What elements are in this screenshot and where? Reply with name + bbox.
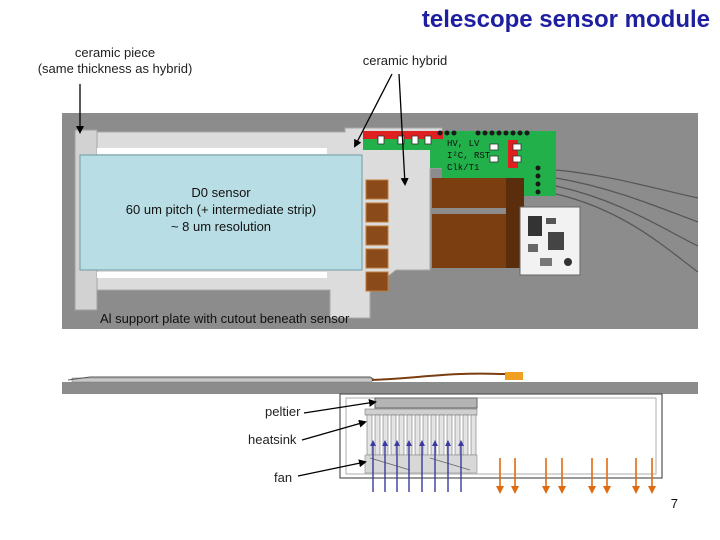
fan-blade: [369, 457, 411, 471]
readout-chip: [365, 179, 389, 200]
side-view-connector: [505, 372, 523, 380]
sensor-label-line2: 60 um pitch (+ intermediate strip): [125, 202, 317, 217]
sensor-label-line1: D0 sensor: [191, 185, 251, 200]
callout-arrows: [76, 73, 409, 477]
hybrid-connector-pads: [437, 130, 541, 195]
arrow-fan: [297, 459, 367, 477]
peltier: [374, 397, 478, 409]
label-peltier: peltier: [265, 404, 301, 419]
label-heatsink: heatsink: [248, 432, 297, 447]
sensor-frame-top: [97, 148, 327, 154]
page-title: telescope sensor module: [421, 6, 710, 33]
tag-clk-trig: Clk/T1: [447, 163, 480, 173]
label-fan: fan: [274, 470, 293, 485]
fan-blade: [429, 457, 471, 471]
sensor-label-line3: ~ 8 um resolution: [170, 219, 272, 234]
readout-chip: [365, 202, 389, 223]
sensor-label: D0 sensor 60 um pitch (+ intermediate st…: [80, 184, 362, 235]
airflow-out-arrows: [496, 458, 656, 494]
side-view-sensor-layer: [71, 377, 373, 383]
cooling-box-inner: [345, 397, 657, 475]
label-ceramic-piece-line1: ceramic piece: [74, 45, 156, 60]
label-ceramic-hybrid: ceramic hybrid: [362, 53, 448, 68]
side-view-flex: [371, 372, 520, 381]
d0-sensor: [79, 154, 363, 271]
connector-board-parts: [528, 216, 572, 266]
heatsink-base: [364, 408, 478, 416]
label-ceramic-piece: ceramic piece (same thickness as hybrid): [20, 45, 210, 77]
airflow-in-arrows: [370, 440, 464, 492]
hybrid-red-trace: [508, 140, 518, 168]
label-ceramic-piece-line2: (same thickness as hybrid): [37, 61, 193, 76]
arrow-ceramic-hybrid-left: [354, 73, 393, 148]
fan: [364, 454, 478, 474]
heatsink-fins: [366, 414, 477, 456]
readout-chip: [365, 248, 389, 269]
arrow-peltier: [303, 398, 377, 414]
hybrid-red-trace: [363, 131, 443, 139]
sensor-frame-bottom: [97, 272, 327, 278]
tag-hv-lv: HV, LV: [447, 139, 480, 149]
tag-i2c-rst: I²C, RST: [447, 151, 491, 161]
hybrid-smd-parts: [377, 135, 522, 163]
cables: [555, 169, 699, 273]
arrow-ceramic-hybrid-right: [398, 73, 409, 186]
readout-chip: [365, 225, 389, 246]
arrow-heatsink: [301, 419, 367, 441]
readout-chips: [365, 179, 389, 292]
page-number: 7: [670, 496, 678, 511]
readout-chip: [365, 271, 389, 292]
side-view-hybrid: [67, 376, 376, 381]
hybrid-green-board: [363, 131, 556, 196]
label-support-plate: Al support plate with cutout beneath sen…: [100, 311, 350, 326]
side-view-plate: [62, 382, 698, 394]
